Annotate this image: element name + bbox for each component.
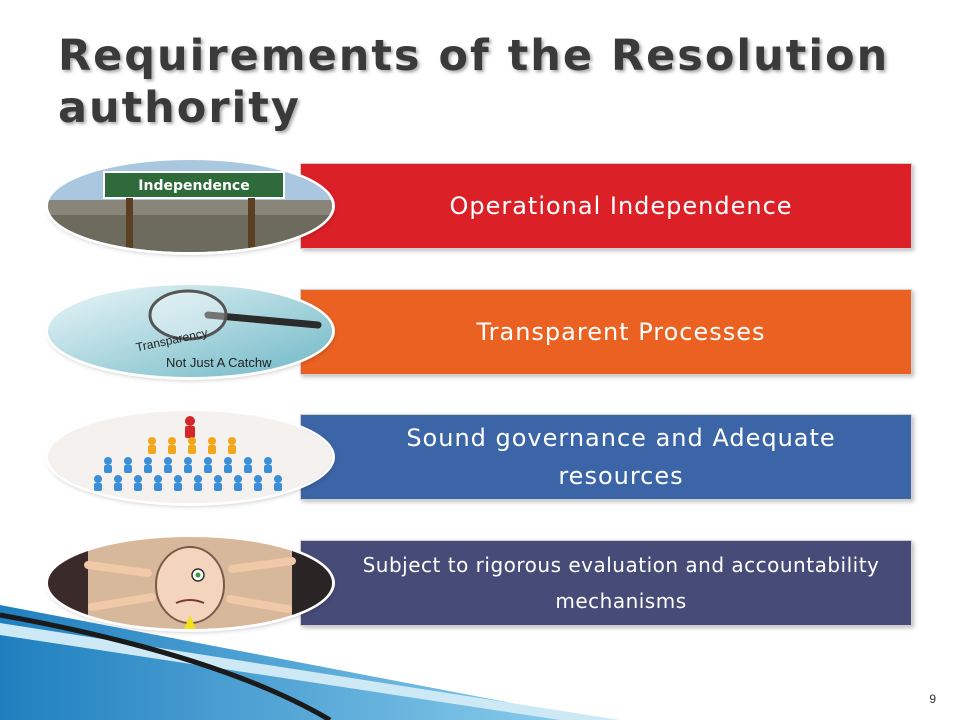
item-band-accountability: Subject to rigorous evaluation and accou… (300, 540, 912, 626)
org-hierarchy-icon (48, 411, 332, 503)
road-sign-icon: Independence (48, 160, 332, 252)
sign-text: Independence (138, 178, 249, 194)
item-band-operational-independence: Operational Independence (300, 163, 912, 249)
item-label: Subject to rigorous evaluation and accou… (362, 553, 880, 613)
magnifying-glass-icon: Transparency Not Just A Catchw (48, 285, 332, 377)
item-label: Sound governance and Adequate resources (406, 424, 836, 490)
page-number: 9 (929, 692, 936, 706)
caption-text: Not Just A Catchw (166, 355, 272, 370)
corner-swoosh-decoration (0, 605, 620, 720)
item-band-transparent-processes: Transparent Processes (300, 289, 912, 375)
slide-title: Requirements of the Resolution authority (58, 31, 890, 133)
item-label: Transparent Processes (476, 318, 766, 346)
item-label: Operational Independence (449, 192, 793, 220)
item-band-sound-governance: Sound governance and Adequate resources (300, 414, 912, 500)
